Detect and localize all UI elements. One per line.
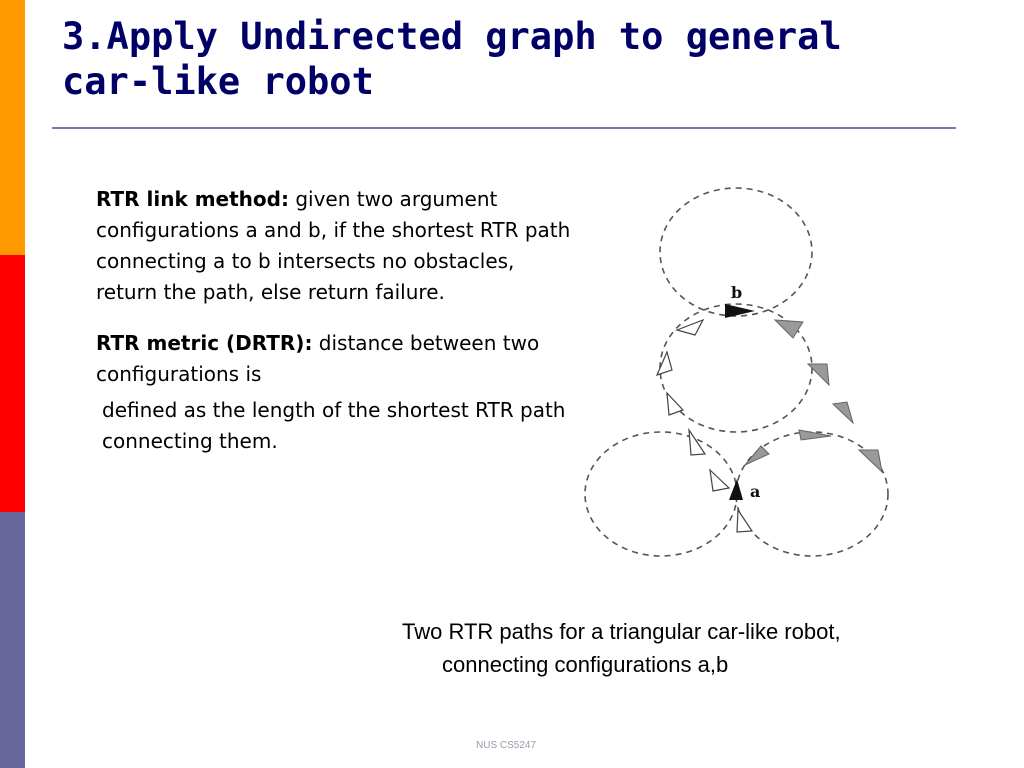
caption-line-1: Two RTR paths for a triangular car-like … — [402, 619, 841, 644]
rtr-metric-label: RTR metric (DRTR): — [96, 331, 313, 355]
rtr-metric-continuation: defined as the length of the shortest RT… — [96, 390, 576, 457]
circle-top — [659, 187, 813, 317]
path-grey-1 — [773, 319, 804, 339]
robot-at-a — [729, 479, 743, 500]
title-divider — [52, 127, 956, 129]
path-white-5 — [709, 468, 731, 492]
rtr-link-label: RTR link method: — [96, 187, 289, 211]
rtr-paths-figure: b a — [575, 180, 895, 570]
slide-title: 3.Apply Undirected graph to general car-… — [62, 14, 962, 104]
path-grey-4 — [798, 429, 832, 441]
path-grey-2 — [806, 363, 830, 387]
path-grey-6 — [744, 445, 770, 466]
footer-text: NUS CS5247 — [476, 740, 537, 751]
rtr-metric-text: distance between two configurations is — [96, 331, 540, 386]
body-text: RTR link method: given two argument conf… — [96, 184, 576, 457]
label-b: b — [731, 283, 742, 302]
rtr-metric-cont-text: defined as the length of the shortest RT… — [102, 398, 566, 453]
path-white-4 — [688, 427, 707, 456]
accent-bar-red — [0, 255, 25, 512]
path-white-6 — [736, 508, 754, 533]
figure-caption: Two RTR paths for a triangular car-like … — [402, 615, 1002, 681]
accent-bar-purple — [0, 512, 25, 768]
accent-bar-orange — [0, 0, 25, 255]
path-white-3 — [666, 391, 685, 416]
title-line-2: car-like robot — [62, 60, 374, 103]
rtr-link-text: given two argument configurations a and … — [96, 187, 571, 304]
caption-line-2: connecting configurations a,b — [442, 652, 729, 677]
path-white-1 — [675, 318, 705, 336]
robot-at-b — [725, 304, 755, 318]
rtr-paths-diagram: b a — [584, 187, 889, 557]
path-grey-3 — [831, 401, 854, 425]
rtr-metric-paragraph: RTR metric (DRTR): distance between two … — [96, 328, 576, 390]
title-line-1: 3.Apply Undirected graph to general — [62, 15, 842, 58]
label-a: a — [750, 482, 760, 501]
circle-bottom-right — [735, 431, 889, 557]
circle-bottom-left — [584, 431, 738, 557]
rtr-link-paragraph: RTR link method: given two argument conf… — [96, 184, 576, 308]
path-white-2 — [655, 350, 673, 376]
path-grey-5 — [857, 449, 883, 474]
